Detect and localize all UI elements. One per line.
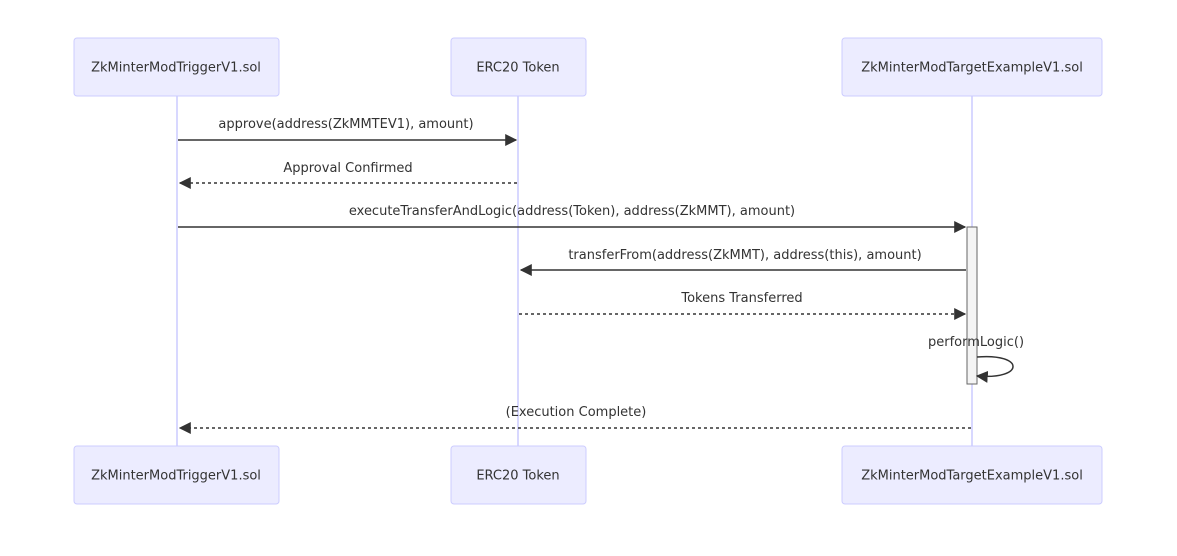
message-approval-confirmed-label: Approval Confirmed xyxy=(283,161,412,176)
message-execution-complete-label: (Execution Complete) xyxy=(506,405,647,420)
actor-bottom-token: ERC20 Token xyxy=(450,445,587,505)
actor-top-target-label: ZkMinterModTargetExampleV1.sol xyxy=(861,61,1083,76)
actor-top-token-label: ERC20 Token xyxy=(476,61,559,76)
actor-top-target: ZkMinterModTargetExampleV1.sol xyxy=(841,37,1103,97)
message-perform-logic-label: performLogic() xyxy=(928,335,1024,350)
actor-top-trigger: ZkMinterModTriggerV1.sol xyxy=(73,37,280,97)
actor-bottom-target-label: ZkMinterModTargetExampleV1.sol xyxy=(861,469,1083,484)
actor-bottom-target: ZkMinterModTargetExampleV1.sol xyxy=(841,445,1103,505)
message-approve-label: approve(address(ZkMMTEV1), amount) xyxy=(218,117,473,132)
message-execute-label: executeTransferAndLogic(address(Token), … xyxy=(349,204,795,219)
message-perform-logic-arrow xyxy=(975,355,1014,383)
actor-top-token: ERC20 Token xyxy=(450,37,587,97)
actor-bottom-trigger-label: ZkMinterModTriggerV1.sol xyxy=(91,469,261,484)
message-tokens-transferred-label: Tokens Transferred xyxy=(680,291,802,306)
actor-bottom-token-label: ERC20 Token xyxy=(476,469,559,484)
message-transfer-from-label: transferFrom(address(ZkMMT), address(thi… xyxy=(568,248,921,263)
actor-bottom-trigger: ZkMinterModTriggerV1.sol xyxy=(73,445,280,505)
activation-target xyxy=(966,226,978,385)
actor-top-trigger-label: ZkMinterModTriggerV1.sol xyxy=(91,61,261,76)
